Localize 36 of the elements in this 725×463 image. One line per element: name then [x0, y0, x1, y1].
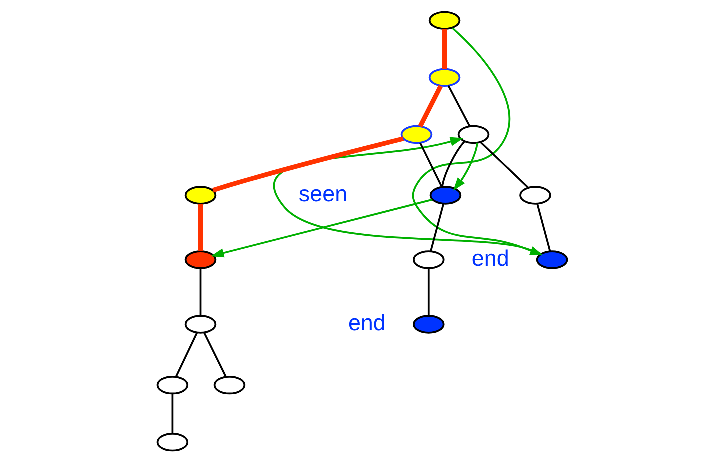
connector [448, 85, 471, 127]
connector [536, 204, 552, 252]
node-label: seen [298, 181, 348, 206]
connector [430, 204, 445, 252]
node-ellipse [214, 376, 246, 395]
connector [172, 394, 174, 434]
node-label: end [472, 246, 510, 271]
node-ellipse [458, 125, 490, 144]
node-ellipse [184, 315, 217, 334]
node-ellipse [156, 433, 189, 452]
connector [198, 204, 204, 252]
node-ellipse [520, 186, 552, 205]
connector [428, 268, 430, 316]
node-ellipse [430, 186, 462, 205]
connector [442, 29, 448, 70]
node-ellipse [428, 11, 461, 30]
node-ellipse [400, 125, 433, 144]
connector [200, 268, 202, 316]
node-ellipse [536, 250, 568, 270]
node-ellipse [184, 186, 217, 205]
node-ellipse [156, 376, 189, 395]
node-ellipse [413, 250, 445, 270]
arrow [453, 142, 478, 191]
connector [442, 140, 466, 188]
node-ellipse [184, 250, 217, 270]
node-ellipse [413, 315, 445, 334]
connector [175, 332, 198, 378]
connector [420, 142, 443, 188]
connector [204, 332, 227, 378]
arrow [210, 198, 433, 258]
connector [480, 142, 530, 189]
connector [418, 85, 443, 128]
node-label: end [348, 310, 386, 336]
connector [212, 136, 404, 193]
node-ellipse [428, 68, 461, 88]
arrow [274, 137, 542, 256]
